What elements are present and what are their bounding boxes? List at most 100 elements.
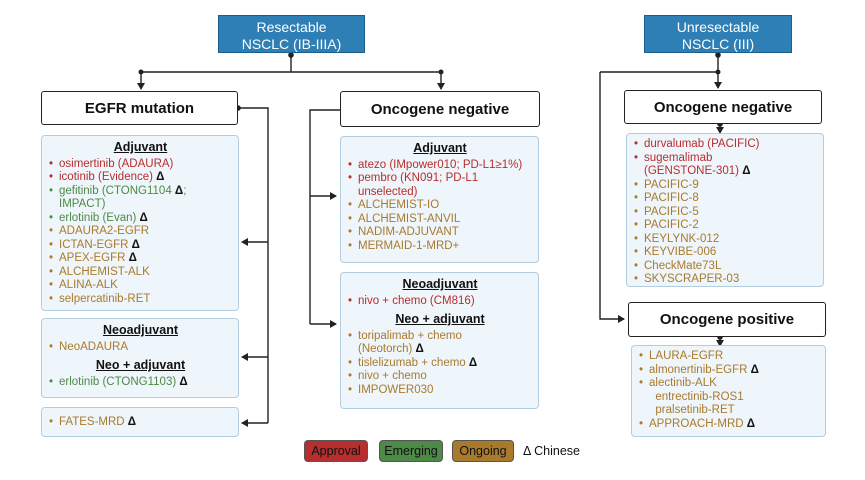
egfr-neoadjuvant-list: NeoADAURA [49,341,232,355]
chinese-delta-icon: Δ [739,165,751,177]
list-item-text: osimertinib (ADAURA) [59,157,174,170]
list-item-text: pralsetinib-RET [649,404,735,416]
list-item-text: LAURA-EGFR [649,350,724,362]
list-item-text: SKYSCRAPER-03 [644,273,740,285]
list-item: APEX-EGFR Δ [49,252,232,266]
legend-ongoing: Ongoing [452,440,514,462]
oncogene-negative-header-right: Oncogene negative [624,90,822,124]
list-item-text: gefitinib (CTONG1104 [59,184,172,197]
list-item-text: ALCHEMIST-ANVIL [358,212,461,225]
egfr-neoadjuvant-panel: Neoadjuvant NeoADAURA Neo + adjuvant erl… [41,318,239,398]
list-item: alectinib-ALK [639,377,819,391]
egfr-mutation-header: EGFR mutation [41,91,238,125]
section-title-neo-adjuvant: Neo + adjuvant [395,312,485,326]
list-item-text: sugemalimab [644,151,713,164]
list-item-text: ALCHEMIST-IO [358,199,440,211]
unresectable-positive-panel: LAURA-EGFRalmonertinib-EGFR Δalectinib-A… [631,345,826,437]
list-item-text: KEYLYNK-012 [644,232,720,245]
section-title-adjuvant: Adjuvant [113,140,168,154]
list-item: LAURA-EGFR [639,350,819,364]
legend-emerging: Emerging [379,440,443,462]
list-item-text: ADAURA2-EGFR [59,225,150,237]
chinese-delta-icon: Δ [136,211,148,224]
list-item: entrectinib-ROS1 [639,391,819,405]
unresectable-negative-panel: durvalumab (PACIFIC)sugemalimab(GENSTONE… [626,133,824,287]
egfr-fates-list: FATES-MRD Δ [49,416,232,430]
negative-neoadjuvant-panel: Neoadjuvant nivo + chemo (CM816) Neo + a… [340,272,539,409]
list-item: ALCHEMIST-ANVIL [348,213,532,227]
list-item-suffix: ; [183,184,187,197]
list-item-text: pembro (KN091; PD-L1 [358,172,479,184]
chinese-delta-icon: Δ [152,171,165,183]
negative-adjuvant-panel: Adjuvant atezo (IMpower010; PD-L1≥1%)pem… [340,136,539,263]
list-item-text: atezo (IMpower010; PD-L1≥1%) [358,158,523,171]
list-item: IMPOWER030 [348,384,532,398]
list-item: osimertinib (ADAURA) [49,158,232,172]
list-item-text: KEYVIBE-006 [644,246,717,258]
list-item: durvalumab (PACIFIC) [634,138,817,152]
section-title-neo-adjuvant: Neo + adjuvant [95,358,186,372]
list-item: tislelizumab + chemo Δ [348,357,532,371]
list-item: FATES-MRD Δ [49,416,232,430]
list-item: toripalimab + chemo [348,330,532,344]
section-title-neoadjuvant: Neoadjuvant [402,277,478,291]
legend-approval: Approval [304,440,368,462]
negative-adjuvant-list: atezo (IMpower010; PD-L1≥1%)pembro (KN09… [348,159,532,254]
list-item-text: almonertinib-EGFR [649,363,748,376]
list-item: MERMAID-1-MRD+ [348,240,532,254]
oncogene-positive-header: Oncogene positive [628,302,826,337]
list-item: ALCHEMIST-ALK [49,266,232,280]
section-title-neoadjuvant: Neoadjuvant [102,323,178,337]
list-item-text: ALCHEMIST-ALK [59,265,150,278]
list-item: (GENSTONE-301) Δ [634,165,817,179]
list-item: nivo + chemo (CM816) [348,295,532,309]
list-item-text: durvalumab (PACIFIC) [644,138,760,150]
list-item-text: (GENSTONE-301) [644,165,740,177]
negative-neoadjuvant-list: nivo + chemo (CM816) [348,295,532,309]
list-item: selpercatinib-RET [49,293,232,307]
resectable-nsclc-box: Resectable NSCLC (IB-IIIA) [218,15,365,53]
list-item-text: CheckMate73L [644,259,722,272]
list-item: ICTAN-EGFR Δ [49,239,232,253]
list-item: PACIFIC-2 [634,219,817,233]
list-item: PACIFIC-9 [634,179,817,193]
list-item-text: APEX-EGFR [59,252,126,264]
chinese-delta-icon: Δ [412,343,424,355]
list-item: NADIM-ADJUVANT [348,226,532,240]
unresectable-nsclc-box: Unresectable NSCLC (III) [644,15,792,53]
list-item: sugemalimab [634,152,817,166]
legend-chinese: Δ Chinese [523,444,580,458]
list-item: pralsetinib-RET [639,404,819,418]
list-item-text: tislelizumab + chemo [358,356,466,369]
list-item-text: IMPACT) [59,198,106,210]
list-item: unselected) [348,186,532,200]
list-item-text: FATES-MRD [59,416,125,428]
list-item: ADAURA2-EGFR [49,225,232,239]
list-item-text: PACIFIC-2 [644,219,699,231]
list-item: atezo (IMpower010; PD-L1≥1%) [348,159,532,173]
list-item-text: PACIFIC-9 [644,178,699,191]
list-item: pembro (KN091; PD-L1 [348,172,532,186]
egfr-fates-panel: FATES-MRD Δ [41,407,239,437]
list-item-text: PACIFIC-8 [644,192,699,204]
list-item: nivo + chemo [348,370,532,384]
chinese-delta-icon: Δ [124,416,137,428]
chinese-delta-icon: Δ [743,417,756,430]
list-item: (Neotorch) Δ [348,343,532,357]
list-item-text: APPROACH-MRD [649,417,744,430]
list-item: ALCHEMIST-IO [348,199,532,213]
list-item: KEYVIBE-006 [634,246,817,260]
list-item-text: NADIM-ADJUVANT [358,226,459,238]
list-item: icotinib (Evidence) Δ [49,171,232,185]
list-item: erlotinib (Evan) Δ [49,212,232,226]
section-title-adjuvant: Adjuvant [413,141,467,155]
list-item-text: MERMAID-1-MRD+ [358,239,460,252]
unresectable-positive-list: LAURA-EGFRalmonertinib-EGFR Δalectinib-A… [639,350,819,431]
list-item: ALINA-ALK [49,279,232,293]
list-item: erlotinib (CTONG1103) Δ [49,376,232,390]
oncogene-negative-header-left: Oncogene negative [340,91,540,127]
list-item: almonertinib-EGFR Δ [639,364,819,378]
egfr-neo-adjuvant-list: erlotinib (CTONG1103) Δ [49,376,232,390]
list-item-text: IMPOWER030 [358,383,434,396]
